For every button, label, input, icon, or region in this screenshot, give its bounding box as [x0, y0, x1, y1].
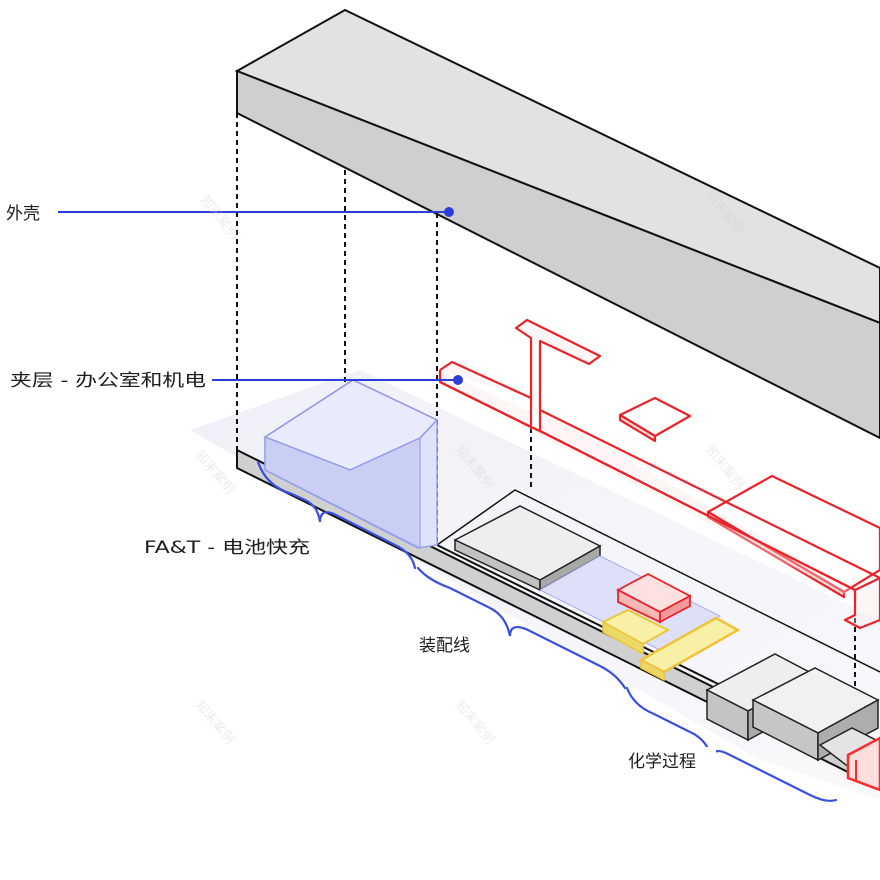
watermark-1: 知末案例	[197, 192, 243, 242]
assembly-gray-box	[453, 505, 602, 592]
label-shell: 外壳	[6, 204, 40, 224]
mezzanine-leader-dot	[453, 375, 463, 385]
shell-roof	[234, 8, 880, 440]
labels: 外壳 夹层 - 办公室和机电 FA&T - 电池快充 装配线 化学过程	[4, 204, 716, 773]
assembly-bracket	[416, 566, 627, 690]
assembly-yellow-tiles	[600, 608, 741, 682]
assembly-red-small-box	[616, 572, 692, 624]
mezzanine-outline	[438, 318, 880, 630]
leaders	[58, 207, 463, 385]
shell-leader-dot	[444, 207, 454, 217]
watermark-7: 知末案例	[452, 697, 498, 747]
watermark-6: 知末案例	[192, 697, 238, 747]
watermark-5: 知末案例	[702, 442, 748, 492]
label-assembly: 装配线	[419, 636, 470, 656]
label-mezzanine: 夹层 - 办公室和机电	[10, 371, 206, 391]
fat-battery-block	[263, 379, 439, 549]
chemical-red-box	[846, 736, 880, 792]
watermark-3: 知末案例	[192, 447, 238, 497]
label-fat: FA&T - 电池快充	[144, 538, 310, 558]
fat-bracket	[256, 460, 417, 570]
label-chemical: 化学过程	[628, 752, 696, 772]
